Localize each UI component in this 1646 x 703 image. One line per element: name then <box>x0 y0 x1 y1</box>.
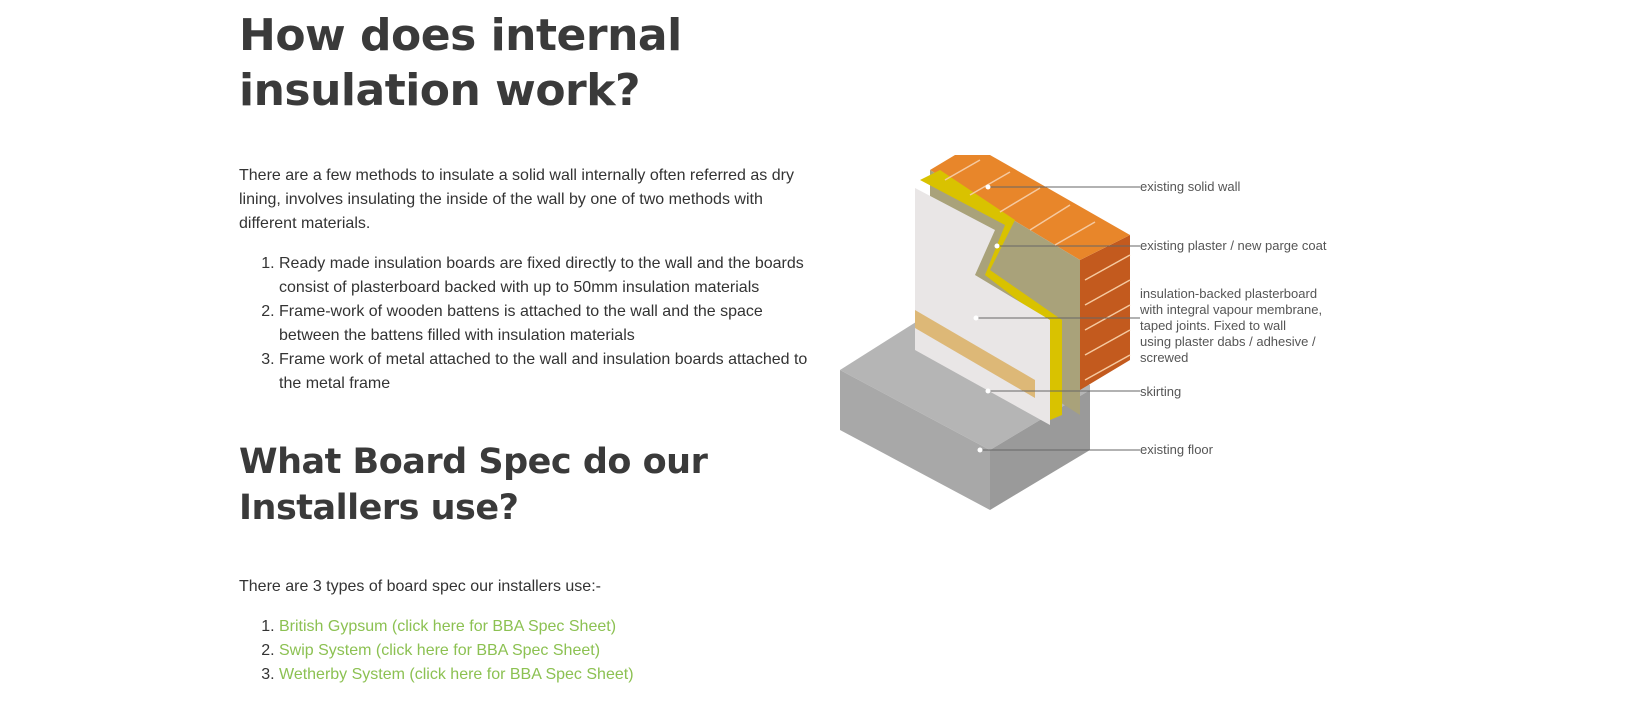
label-existing-solid-wall: existing solid wall <box>1140 179 1241 194</box>
heading-line-1: What Board Spec do our <box>239 442 708 482</box>
label-line: taped joints. Fixed to wall <box>1140 318 1286 333</box>
british-gypsum-link[interactable]: British Gypsum (click here for BBA Spec … <box>279 618 617 635</box>
list-item: Swip System (click here for BBA Spec She… <box>279 639 809 663</box>
wetherby-system-link[interactable]: Wetherby System (click here for BBA Spec… <box>279 666 634 683</box>
floor-top <box>840 310 1090 450</box>
brick-top <box>930 155 1130 260</box>
label-line: screwed <box>1140 350 1189 365</box>
label-existing-floor: existing floor <box>1140 442 1213 457</box>
plasterboard <box>915 188 1050 425</box>
section-heading: What Board Spec do our Installers use? <box>239 439 809 531</box>
leader-lines <box>976 186 1140 451</box>
swip-system-link[interactable]: Swip System (click here for BBA Spec She… <box>279 642 601 659</box>
list-item: Frame-work of wooden battens is attached… <box>279 300 809 348</box>
label-line: with integral vapour membrane, <box>1140 302 1323 317</box>
label-insulation-board: insulation-backed plasterboard with inte… <box>1140 286 1322 366</box>
page-title: How does internal insulation work? <box>239 8 809 118</box>
label-existing-plaster: existing plaster / new parge coat <box>1140 238 1327 253</box>
leader-dots <box>973 184 1000 453</box>
list-item: Frame work of metal attached to the wall… <box>279 348 809 396</box>
intro-paragraph: There are a few methods to insulate a so… <box>239 167 794 232</box>
spec-list: British Gypsum (click here for BBA Spec … <box>239 615 809 687</box>
label-line: insulation-backed plasterboard <box>1140 286 1318 301</box>
insulation-diagram: existing solid wall existing plaster / n… <box>840 150 1420 520</box>
title-line-1: How does internal <box>239 10 682 61</box>
methods-list: Ready made insulation boards are fixed d… <box>239 252 809 396</box>
label-line: using plaster dabs / adhesive / <box>1140 334 1316 349</box>
heading-line-2: Installers use? <box>239 488 519 528</box>
article-content: How does internal insulation work? There… <box>239 0 809 687</box>
brick-mortar-lines <box>944 159 1131 381</box>
skirting-board <box>915 310 1035 398</box>
spec-intro-paragraph: There are 3 types of board spec our inst… <box>239 578 601 595</box>
title-line-2: insulation work? <box>239 65 641 116</box>
list-item: Ready made insulation boards are fixed d… <box>279 252 809 300</box>
label-skirting: skirting <box>1140 384 1182 399</box>
list-item: Wetherby System (click here for BBA Spec… <box>279 663 809 687</box>
list-item: British Gypsum (click here for BBA Spec … <box>279 615 809 639</box>
brick-side <box>1080 235 1130 390</box>
floor-front <box>840 370 990 510</box>
wall-cross-section-illustration <box>840 155 1140 510</box>
